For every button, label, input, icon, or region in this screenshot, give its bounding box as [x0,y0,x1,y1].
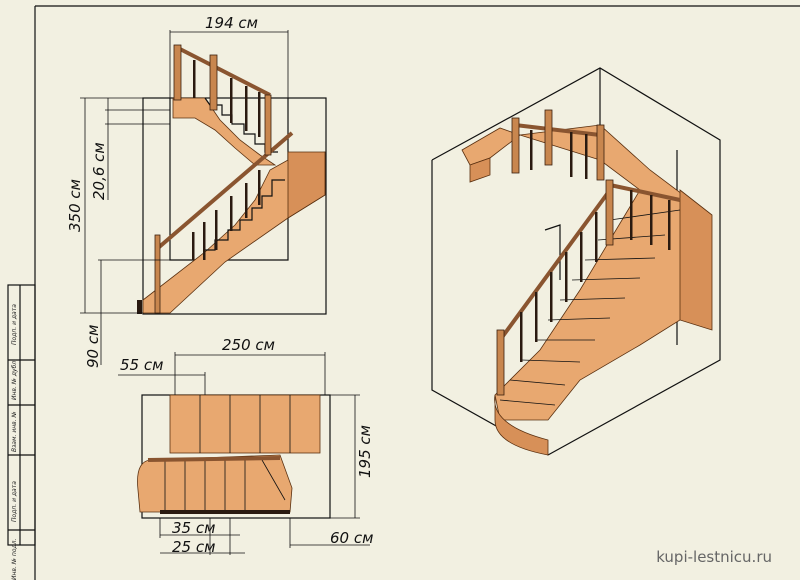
offset-dimension-label: 55 см [120,356,163,374]
stamp-field: Инв. № дубл. [11,359,18,400]
stamp-field: Взам. инв. № [11,411,18,452]
plan-view: 250 см 55 см 195 см 35 см 25 см 60 см [118,336,374,556]
watermark: kupi-lestnicu.ru [656,548,772,566]
width-dimension-label: 194 см [205,14,258,32]
dimension-60-label: 60 см [330,529,373,547]
height-dimension-label: 350 см [66,179,84,232]
step-height-label: 20,6 см [90,142,108,200]
dimension-25-label: 25 см [172,538,215,556]
side-view: 194 см 350 см 20,6 см 90 см [66,14,327,368]
stamp-field: Подп. и дата [11,304,18,345]
stamp-field: Инв. № подл. [11,539,18,580]
isometric-view [431,67,721,456]
stamp-field: Подп. и дата [11,481,18,522]
depth-dimension-label: 195 см [356,425,374,478]
bottom-dimension-label: 90 см [84,325,102,368]
length-dimension-label: 250 см [222,336,275,354]
dimension-35-label: 35 см [172,519,215,537]
title-stamp-column: Подп. и дата Инв. № дубл. Взам. инв. № П… [7,284,36,580]
